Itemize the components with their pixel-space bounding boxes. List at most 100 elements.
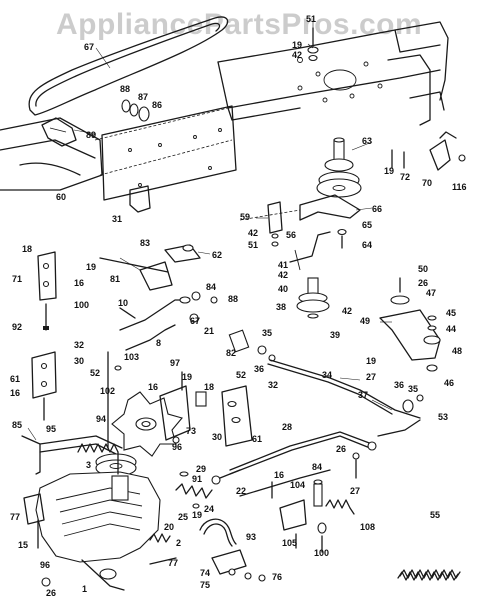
callout-19-bottom: 19 <box>192 510 202 520</box>
callout-95: 95 <box>46 424 56 434</box>
callout-104: 104 <box>290 480 305 490</box>
bolt-27 <box>352 452 360 479</box>
spring-55 <box>397 569 461 581</box>
callout-16-center: 16 <box>148 382 158 392</box>
callout-25: 25 <box>178 512 188 522</box>
callout-74: 74 <box>200 568 210 578</box>
callout-47: 47 <box>426 288 436 298</box>
callout-88-mid: 88 <box>228 294 238 304</box>
callout-3: 3 <box>86 460 91 470</box>
callout-66-idler: 66 <box>372 204 382 214</box>
control-rod <box>289 231 331 271</box>
callout-67-mid: 67 <box>190 316 200 326</box>
callout-38: 38 <box>276 302 286 312</box>
callout-96-bottom: 96 <box>40 560 50 570</box>
callout-51-mid: 51 <box>248 240 258 250</box>
callout-42-top: 42 <box>292 50 302 60</box>
callout-32-left: 32 <box>74 340 84 350</box>
callout-39: 39 <box>330 330 340 340</box>
bracket-89 <box>41 117 77 147</box>
callout-52-center: 52 <box>236 370 246 380</box>
callout-96-center: 96 <box>172 442 182 452</box>
callout-2: 2 <box>176 538 181 548</box>
callout-82: 82 <box>226 348 236 358</box>
callout-67-belt: 67 <box>84 42 94 52</box>
callout-30-center: 30 <box>212 432 222 442</box>
callout-18-left: 18 <box>22 244 32 254</box>
callout-19-right: 19 <box>384 166 394 176</box>
callout-26-bottom: 26 <box>46 588 56 598</box>
callout-44: 44 <box>446 324 456 334</box>
drive-belt <box>28 16 229 116</box>
washer-stack-top <box>121 99 150 122</box>
callouts: 67 51 19 42 88 87 86 89 63 60 19 72 70 1… <box>10 14 467 598</box>
pulley-63 <box>316 137 362 198</box>
tractor-frame <box>0 21 449 201</box>
callout-77-bottom: 77 <box>168 558 178 568</box>
callout-84-mid: 84 <box>206 282 216 292</box>
idler-arm <box>239 194 361 221</box>
callout-1: 1 <box>82 584 87 594</box>
callout-36-right: 36 <box>394 380 404 390</box>
callout-42-rod: 42 <box>278 270 288 280</box>
callout-62: 62 <box>212 250 222 260</box>
bracket-31 <box>129 185 151 213</box>
callout-61-center: 61 <box>252 434 262 444</box>
callout-42-mid: 42 <box>248 228 258 238</box>
callout-108: 108 <box>360 522 375 532</box>
callout-61-left: 61 <box>10 374 20 384</box>
transaxle <box>23 451 161 591</box>
callout-81: 81 <box>110 274 120 284</box>
callout-103: 103 <box>124 352 139 362</box>
callout-49: 49 <box>360 316 370 326</box>
callout-22: 22 <box>236 486 246 496</box>
callout-27-center: 27 <box>350 486 360 496</box>
callout-16-bottom: 16 <box>274 470 284 480</box>
callout-63: 63 <box>362 136 372 146</box>
callout-16-left: 16 <box>74 278 84 288</box>
callout-30-left: 30 <box>74 356 84 366</box>
callout-15: 15 <box>18 540 28 550</box>
callout-97: 97 <box>170 358 180 368</box>
left-plate <box>31 351 57 421</box>
callout-16-lower: 16 <box>10 388 20 398</box>
callout-26-right: 26 <box>418 278 428 288</box>
callout-19-top: 19 <box>292 40 302 50</box>
shift-lever <box>99 244 201 291</box>
callout-52-left: 52 <box>90 368 100 378</box>
callout-76: 76 <box>272 572 282 582</box>
spring-20 <box>175 471 213 509</box>
callout-41: 41 <box>278 260 288 270</box>
callout-45: 45 <box>446 308 456 318</box>
callout-84-bottom: 84 <box>312 462 322 472</box>
callout-27-right: 27 <box>366 372 376 382</box>
right-bracket <box>379 277 441 372</box>
bracket-104 <box>271 479 323 549</box>
callout-89: 89 <box>86 130 96 140</box>
watermark-text: AppliancePartsPros.com <box>56 8 422 41</box>
callout-116: 116 <box>452 182 467 192</box>
callout-26-center: 26 <box>336 444 346 454</box>
spacer-82 <box>228 329 276 362</box>
callout-87: 87 <box>138 92 148 102</box>
plate-96 <box>159 371 191 444</box>
linkage-81 <box>119 291 218 351</box>
callout-34: 34 <box>322 370 332 380</box>
callout-72: 72 <box>400 172 410 182</box>
callout-60: 60 <box>56 192 66 202</box>
callout-19-left: 19 <box>86 262 96 272</box>
callout-94: 94 <box>96 414 106 424</box>
callout-70: 70 <box>422 178 432 188</box>
callout-20: 20 <box>164 522 174 532</box>
callout-75: 75 <box>200 580 210 590</box>
rod-28 <box>211 419 421 497</box>
leader-lines <box>27 22 393 441</box>
callout-83: 83 <box>140 238 150 248</box>
spring-95 <box>77 443 119 453</box>
rod-16 <box>107 351 122 449</box>
pulley-38 <box>296 277 330 319</box>
spring-hooks <box>391 131 466 171</box>
callout-40: 40 <box>278 284 288 294</box>
callout-32-center: 32 <box>268 380 278 390</box>
callout-28: 28 <box>282 422 292 432</box>
